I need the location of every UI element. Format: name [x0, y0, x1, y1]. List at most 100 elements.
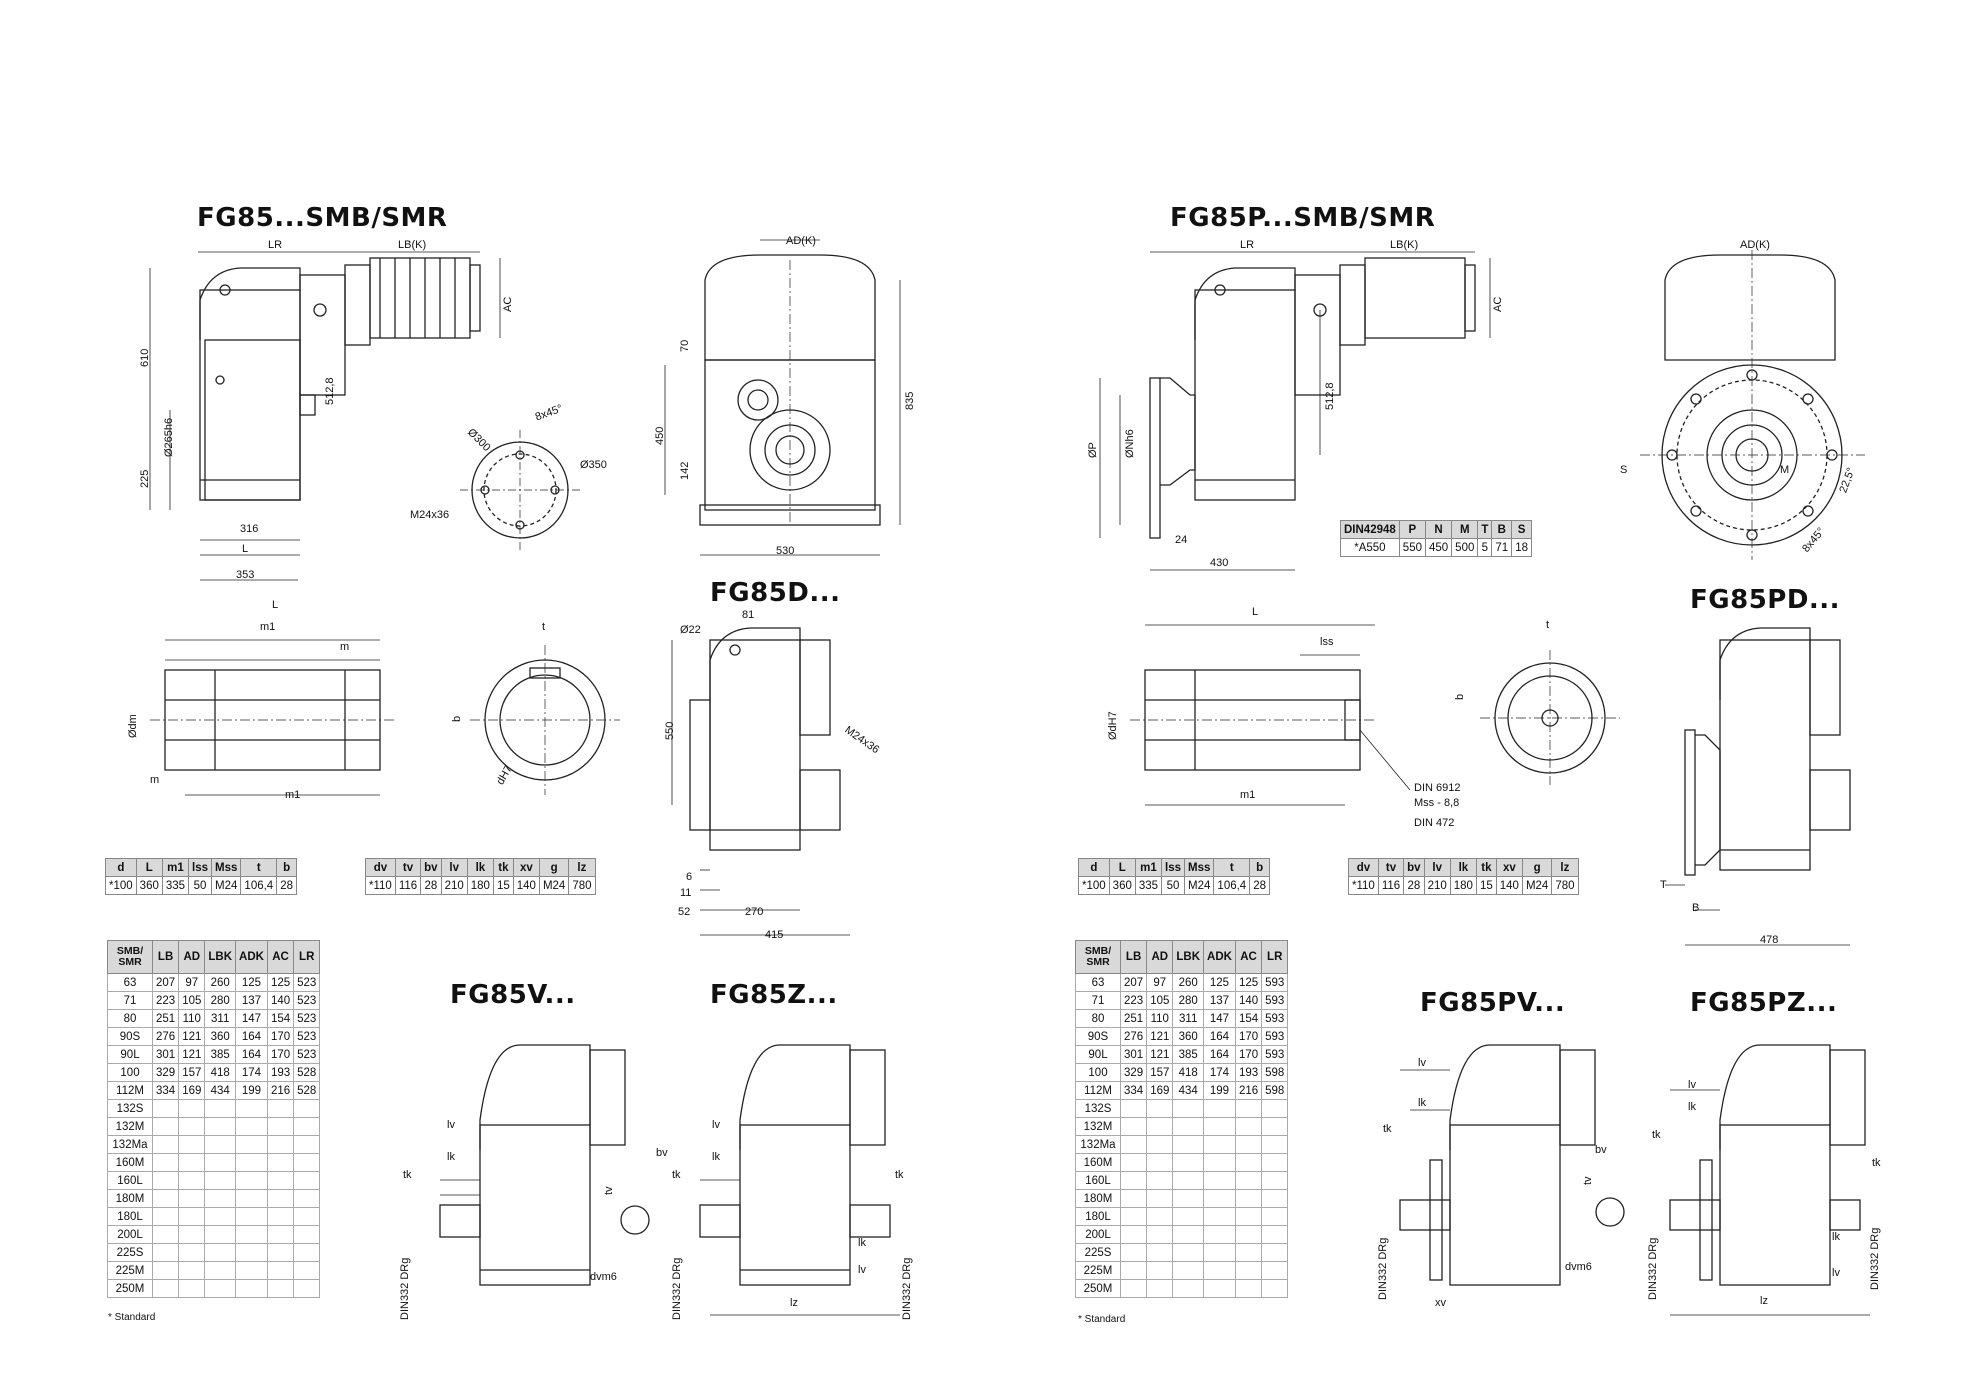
- fg85z-lz: lz: [790, 1297, 798, 1309]
- shaft-r-b: b: [1454, 693, 1466, 700]
- cell: 110: [1146, 1009, 1174, 1028]
- fg85d-550: 550: [664, 721, 676, 740]
- shaft-b: b: [451, 715, 463, 722]
- col-header: AD: [1146, 940, 1174, 974]
- cell: 301: [1119, 1045, 1148, 1064]
- flange-h2: N: [1424, 520, 1453, 539]
- cell: 80: [1075, 1009, 1121, 1028]
- cell: [1172, 1153, 1205, 1172]
- cell: [266, 1225, 295, 1244]
- cell: 360: [1172, 1027, 1205, 1046]
- col-header: lk: [466, 858, 494, 877]
- cell: [1203, 1099, 1236, 1118]
- cell: 593: [1261, 1045, 1289, 1064]
- cell: [266, 1153, 295, 1172]
- shaft-r-l: L: [1252, 606, 1259, 618]
- cell: [1203, 1153, 1236, 1172]
- fg85p-side-view: [1149, 257, 1476, 539]
- dim-70: 70: [679, 339, 691, 352]
- cell: [266, 1207, 295, 1226]
- shaft-l: L: [272, 599, 279, 611]
- cell: [1234, 1135, 1263, 1154]
- fg85pz-lv-r: lv: [1832, 1267, 1840, 1279]
- cell: [1146, 1171, 1174, 1190]
- cell: [1261, 1117, 1289, 1136]
- cell: [178, 1135, 206, 1154]
- fg85d-415: 415: [765, 929, 784, 941]
- dim-353: 353: [236, 569, 255, 581]
- cell: 121: [178, 1027, 206, 1046]
- cell: 780: [568, 876, 596, 895]
- cell: [1146, 1153, 1174, 1172]
- cell: 260: [1172, 973, 1205, 992]
- cell: 418: [204, 1063, 237, 1082]
- cell: [151, 1117, 180, 1136]
- table-row: 160M: [107, 1153, 321, 1172]
- table-row: 132S: [1075, 1099, 1289, 1118]
- cell: [204, 1117, 237, 1136]
- cell: [235, 1225, 268, 1244]
- cell: 598: [1261, 1081, 1289, 1100]
- cell: 97: [178, 973, 206, 992]
- cell: [1146, 1243, 1174, 1262]
- cell: 90S: [107, 1027, 153, 1046]
- cell: 225S: [107, 1243, 153, 1262]
- fg85d-side-view: [689, 627, 841, 851]
- cell: [1203, 1135, 1236, 1154]
- cell: *110: [365, 876, 396, 895]
- cell: [1261, 1279, 1289, 1298]
- cell: 329: [1119, 1063, 1148, 1082]
- cell: [1119, 1207, 1148, 1226]
- fg85z-din332-r: DIN332 DRg: [901, 1257, 913, 1320]
- shaft-m: m: [340, 641, 350, 653]
- table-row: 225S: [1075, 1243, 1289, 1262]
- cell: [1119, 1261, 1148, 1280]
- cell: [1172, 1207, 1205, 1226]
- note-standard-right: * Standard: [1078, 1314, 1126, 1325]
- title-fg85pv: FG85PV...: [1420, 988, 1566, 1018]
- cell: 207: [1119, 973, 1148, 992]
- cell: 174: [1203, 1063, 1236, 1082]
- cell: [204, 1261, 237, 1280]
- fg85pd-b: B: [1692, 902, 1700, 914]
- dv-table-right: dv tv bv lv lk tk xv g lz *110 116 28 21…: [1348, 858, 1579, 895]
- fg85pv-view: [1399, 1044, 1625, 1286]
- cell: 147: [1203, 1009, 1236, 1028]
- col-header: LR: [1261, 940, 1289, 974]
- dim-24: 24: [1175, 534, 1188, 546]
- cell: *100: [105, 876, 137, 895]
- cell: [1119, 1153, 1148, 1172]
- cell: [266, 1189, 295, 1208]
- cell: [235, 1099, 268, 1118]
- table-row: 132Ma: [107, 1135, 321, 1154]
- title-fg85p-smb: FG85P...SMB/SMR: [1170, 203, 1436, 233]
- cell: 334: [151, 1081, 180, 1100]
- table-row: 225M: [107, 1261, 321, 1280]
- table-row: 180L: [1075, 1207, 1289, 1226]
- cell: 360: [204, 1027, 237, 1046]
- col-header: SMB/ SMR: [107, 940, 153, 974]
- hollow-shaft-left: [150, 639, 395, 796]
- cell: [1261, 1171, 1289, 1190]
- col-header: b: [276, 858, 297, 877]
- cell: [1234, 1099, 1263, 1118]
- dim-5128: 512,8: [324, 377, 336, 405]
- fg85-front-view: [699, 254, 881, 526]
- shaft-r-t: t: [1546, 619, 1550, 631]
- dim-5128-r: 512,8: [1324, 382, 1336, 410]
- cell: 121: [178, 1045, 206, 1064]
- cell: [1146, 1207, 1174, 1226]
- cell: *110: [1348, 876, 1379, 895]
- cell: 160L: [107, 1171, 153, 1190]
- table-row: *100 360 335 50 M24 106,4 28: [1078, 876, 1270, 895]
- cell: 311: [204, 1009, 237, 1028]
- cell: [1146, 1135, 1174, 1154]
- cell: 80: [107, 1009, 153, 1028]
- fg85v-tv: tv: [603, 1186, 615, 1195]
- cell: 334: [1119, 1081, 1148, 1100]
- cell: [235, 1153, 268, 1172]
- col-header: d: [1078, 858, 1110, 877]
- cell: M24: [538, 876, 570, 895]
